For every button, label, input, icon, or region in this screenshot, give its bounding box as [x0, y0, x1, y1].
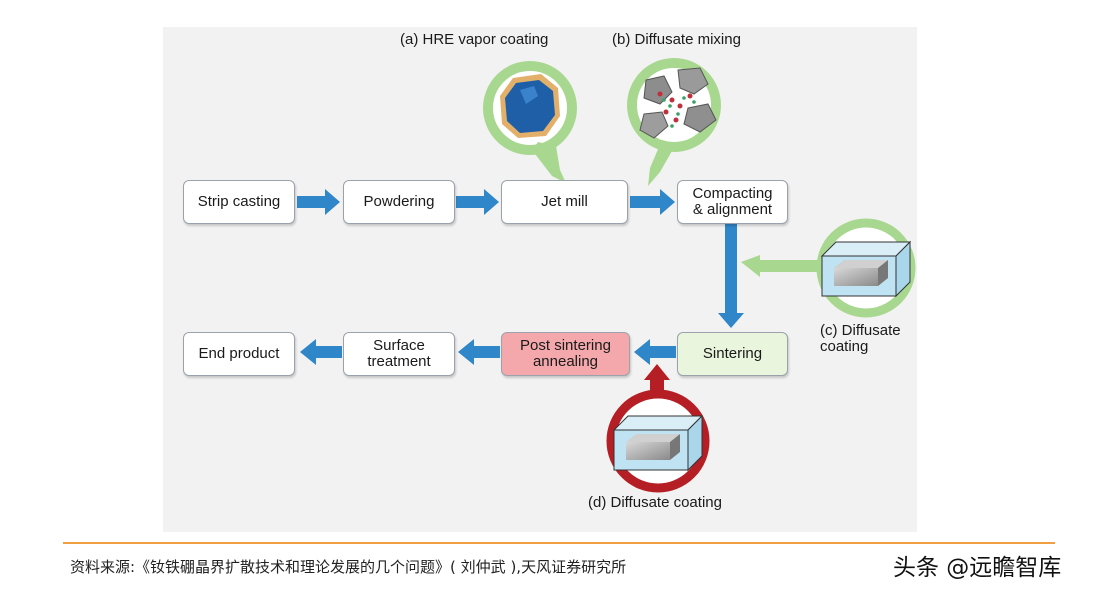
callout-a-graphic [483, 61, 577, 183]
callout-b-label: (b) Diffusate mixing [612, 31, 741, 48]
node-powdering: Powdering [343, 180, 455, 224]
arrow-sintering-to-post [634, 339, 676, 365]
callout-c-label: (c) Diffusate coating [820, 322, 901, 355]
node-compacting-alignment: Compacting & alignment [677, 180, 788, 224]
node-surface-treatment: Surface treatment [343, 332, 455, 376]
footer-divider [63, 542, 1055, 544]
node-strip-casting: Strip casting [183, 180, 295, 224]
callout-d-label: (d) Diffusate coating [588, 494, 722, 511]
arrow-compacting-to-sintering [718, 224, 744, 328]
callout-a-label: (a) HRE vapor coating [400, 31, 549, 48]
arrow-powder-to-jetmill [456, 189, 499, 215]
node-end-product: End product [183, 332, 295, 376]
arrow-jetmill-to-compacting [630, 189, 675, 215]
node-sintering: Sintering [677, 332, 788, 376]
arrow-strip-to-powder [297, 189, 340, 215]
callout-d-graphic [606, 364, 710, 493]
source-citation: 资料来源:《钕铁硼晶界扩散技术和理论发展的几个问题》( 刘仲武 ),天风证券研究… [70, 558, 627, 576]
watermark: 头条 @远瞻智库 [893, 555, 1062, 581]
node-post-sintering-annealing: Post sintering annealing [501, 332, 630, 376]
arrow-surface-to-end [300, 339, 342, 365]
arrow-post-to-surface [458, 339, 500, 365]
flow-arrows [297, 189, 744, 365]
node-jet-mill: Jet mill [501, 180, 628, 224]
callout-c-graphic [741, 218, 916, 318]
callout-b-graphic [627, 58, 721, 186]
